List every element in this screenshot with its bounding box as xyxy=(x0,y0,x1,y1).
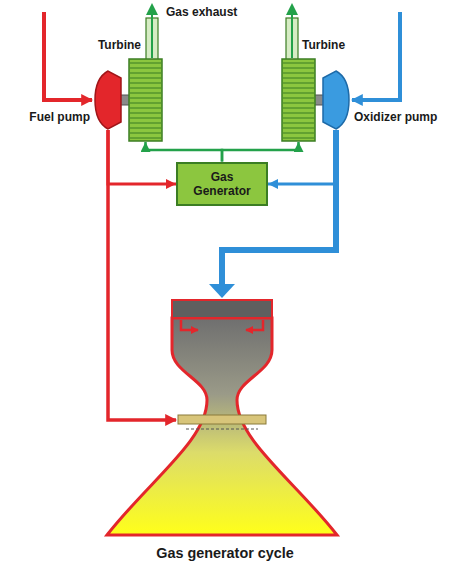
turbine-blade xyxy=(130,83,161,84)
flow-connector xyxy=(222,142,299,162)
part-label: Turbine xyxy=(302,38,345,52)
turbine-blade xyxy=(283,138,314,139)
turbine-blade xyxy=(283,88,314,89)
turbine-blade xyxy=(283,98,314,99)
turbine-blade xyxy=(130,73,161,74)
turbine-blade xyxy=(283,73,314,74)
turbine-blade xyxy=(130,93,161,94)
turbine-blade xyxy=(130,138,161,139)
turbine-body xyxy=(282,59,315,141)
turbine-blade xyxy=(130,123,161,124)
turbine-blade xyxy=(283,113,314,114)
gas-generator-box: Gas Generator xyxy=(176,162,268,207)
node-shape xyxy=(128,58,163,142)
fuel-feed-line xyxy=(108,130,176,420)
exhaust-arrowhead xyxy=(286,3,298,15)
part-label: Fuel pump xyxy=(29,110,90,124)
oxidizer-inlet-line xyxy=(352,12,400,100)
turbine-blade xyxy=(283,63,314,64)
exhaust-flow-line xyxy=(151,14,153,58)
injector-plate xyxy=(172,300,272,318)
node-shape xyxy=(281,58,316,142)
injection-arrow xyxy=(246,320,263,330)
turbine-blade xyxy=(130,68,161,69)
turbine-blade xyxy=(130,113,161,114)
turbine-blade xyxy=(283,133,314,134)
flow-label: Gas exhaust xyxy=(166,5,237,19)
turbine-blade xyxy=(283,103,314,104)
turbine-blade xyxy=(283,128,314,129)
turbine-blade xyxy=(130,78,161,79)
flow-connector xyxy=(146,142,223,162)
turbine-blade xyxy=(283,78,314,79)
fuel-inlet-line xyxy=(44,12,92,100)
turbine-blade xyxy=(283,108,314,109)
turbine-blade xyxy=(130,108,161,109)
turbine-blade xyxy=(130,103,161,104)
combustion-chamber-nozzle xyxy=(107,318,337,535)
turbine-blade xyxy=(283,68,314,69)
turbine-blade xyxy=(130,133,161,134)
turbine-blade xyxy=(130,118,161,119)
node-shape xyxy=(322,70,350,130)
turbine-blade xyxy=(283,123,314,124)
manifold-dashed-line xyxy=(186,429,258,430)
oxidizer-arrowhead xyxy=(209,284,235,298)
pump-housing xyxy=(323,71,349,129)
coolant-manifold xyxy=(178,415,266,424)
flow-connector xyxy=(108,130,176,184)
node-shape xyxy=(94,70,122,130)
pump-housing xyxy=(95,71,121,129)
flow-connector xyxy=(268,130,336,184)
turbine: Turbine xyxy=(128,58,163,142)
box-label: Gas Generator xyxy=(182,170,262,199)
turbine-blade xyxy=(283,118,314,119)
injection-arrow xyxy=(181,320,198,330)
fuel-pump: Fuel pump xyxy=(94,70,122,130)
turbine-blade xyxy=(130,128,161,129)
exhaust-flow-line xyxy=(291,14,293,58)
turbine-blade xyxy=(283,93,314,94)
turbine-blade xyxy=(130,63,161,64)
oxidizer-feed-line xyxy=(222,130,336,285)
turbine-body xyxy=(129,59,162,141)
turbine-blade xyxy=(283,83,314,84)
figure-caption: Gas generator cycle xyxy=(0,545,450,561)
turbine-blade xyxy=(130,98,161,99)
part-label: Oxidizer pump xyxy=(354,110,437,124)
turbine-blade xyxy=(130,88,161,89)
turbine: Turbine xyxy=(281,58,316,142)
exhaust-arrowhead xyxy=(146,3,158,15)
oxidizer-pump: Oxidizer pump xyxy=(322,70,350,130)
part-label: Turbine xyxy=(98,38,141,52)
